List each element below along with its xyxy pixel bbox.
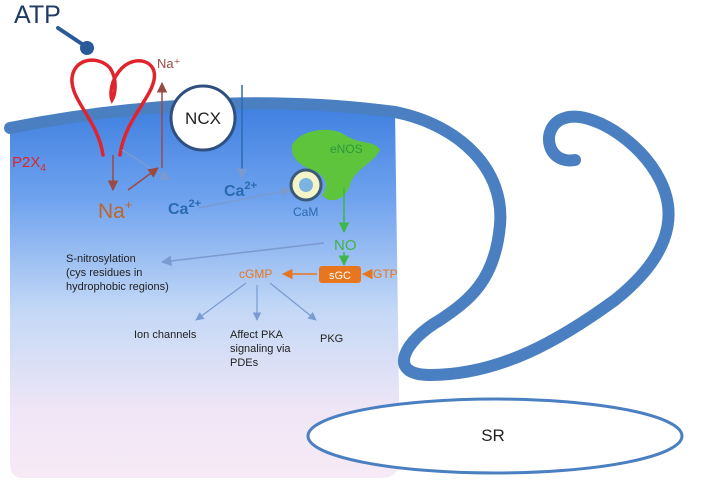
na-efflux-label: Na⁺ — [157, 56, 180, 71]
ca-right-superscript: 2+ — [244, 180, 257, 192]
cgmp-to-ion-channels-arrow — [195, 282, 247, 321]
na-superscript: + — [125, 197, 133, 212]
ion-channels-label: Ion channels — [134, 329, 197, 341]
ca-right-label: Ca2+ — [224, 180, 257, 200]
no-to-snitrosylation-arrow — [160, 242, 325, 267]
cam-ring-core — [299, 178, 313, 192]
pka-line-2: signaling via — [230, 343, 291, 355]
p2x4-subscript: 4 — [40, 163, 46, 174]
sgc-label: sGC — [329, 270, 351, 282]
atp-ligand-stick — [56, 26, 87, 48]
ncx-circle — [169, 84, 237, 152]
snitrosylation-line-3: hydrophobic regions) — [66, 281, 169, 293]
pka-line-3: PDEs — [230, 357, 259, 369]
enos-leaf-icon — [291, 129, 380, 201]
p2x4-label: P2X4 — [12, 154, 46, 174]
ncx-label: NCX — [185, 109, 221, 128]
atp-label: ATP — [14, 1, 61, 29]
ca-to-cam-arrow — [197, 186, 292, 209]
no-label: NO — [334, 237, 357, 254]
p2x4-ca-influx-arrow — [121, 149, 171, 181]
atp-ligand-icon — [80, 41, 94, 55]
ca-left-label: Ca2+ — [168, 198, 201, 218]
gtp-label: GTP — [373, 267, 398, 281]
cgmp-label: cGMP — [239, 267, 272, 281]
sgc-box — [319, 266, 361, 283]
cell-membrane — [4, 97, 675, 382]
cgmp-to-pkg-arrow — [269, 282, 317, 321]
pka-line-1: Affect PKA — [230, 329, 284, 341]
na-label: Na+ — [98, 197, 132, 223]
pkg-label: PKG — [320, 333, 343, 345]
snitrosylation-line-2: (cys residues in — [66, 267, 142, 279]
ca-left-superscript: 2+ — [188, 198, 201, 210]
cam-label: CaM — [293, 205, 318, 219]
p2x4-receptor-icon — [70, 58, 157, 157]
na-to-ncx-arrow — [127, 167, 159, 191]
sr-label: SR — [481, 426, 505, 445]
enos-label: eNOS — [330, 142, 363, 156]
sr-ellipse — [306, 397, 684, 475]
snitrosylation-line-1: S-nitrosylation — [66, 253, 136, 265]
